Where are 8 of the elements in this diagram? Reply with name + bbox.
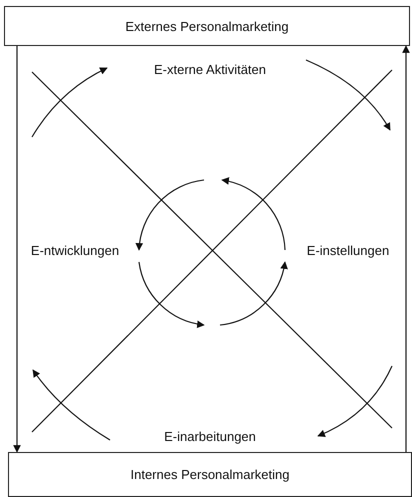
stage-label: E-ntwicklungen [20, 243, 130, 261]
arrow [13, 46, 21, 453]
footer-box: Internes Personalmarketing [8, 452, 412, 497]
arrow [402, 45, 410, 452]
stage-label: E-instellungen [296, 243, 400, 261]
stage-label: E-xterne Aktivitäten [140, 62, 280, 80]
stage-label: E-inarbeitungen [150, 429, 270, 447]
header-box: Externes Personalmarketing [4, 6, 410, 46]
